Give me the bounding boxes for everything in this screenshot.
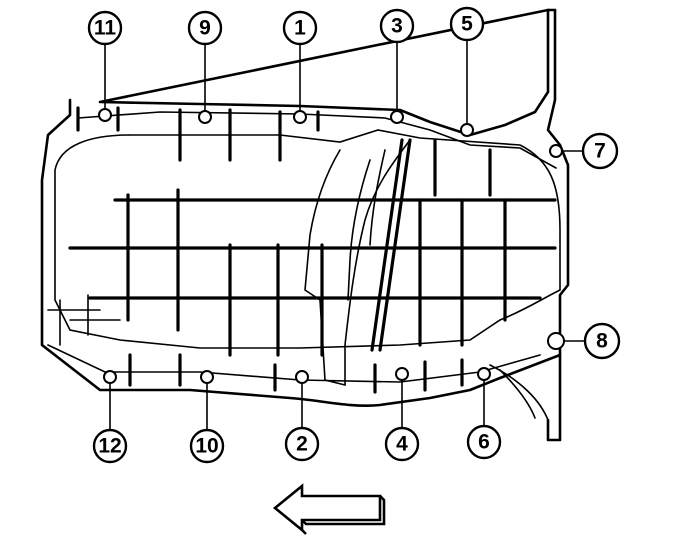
upper-flange-line bbox=[77, 111, 557, 169]
callout-8: 8 bbox=[583, 322, 621, 360]
left-side-ribs bbox=[47, 294, 121, 346]
bolt-hole-10 bbox=[200, 370, 214, 384]
bolt-hole-12 bbox=[103, 370, 117, 384]
bolt-hole-6 bbox=[477, 367, 491, 381]
callout-7: 7 bbox=[581, 132, 619, 170]
callout-7-label: 7 bbox=[594, 140, 606, 163]
callout-5: 5 bbox=[449, 6, 485, 42]
callout-1-label: 1 bbox=[294, 17, 306, 40]
strainer-inner bbox=[347, 149, 386, 301]
callout-6: 6 bbox=[466, 424, 502, 460]
lower-flange-line bbox=[47, 344, 541, 383]
callout-11: 11 bbox=[87, 10, 123, 46]
callout-3: 3 bbox=[379, 8, 415, 44]
callout-9: 9 bbox=[187, 10, 223, 46]
front-direction-arrow-icon bbox=[272, 483, 386, 535]
callout-3-label: 3 bbox=[391, 15, 403, 38]
rib-grid bbox=[68, 106, 557, 394]
sump-boundary bbox=[54, 129, 561, 349]
callout-10-label: 10 bbox=[195, 435, 218, 458]
callout-10: 10 bbox=[189, 428, 225, 464]
bolt-hole-8 bbox=[547, 332, 565, 350]
callout-6-label: 6 bbox=[478, 431, 490, 454]
bolt-hole-5 bbox=[460, 123, 474, 137]
bolt-hole-3 bbox=[390, 110, 404, 124]
bolt-hole-11 bbox=[98, 108, 112, 122]
bolt-holes bbox=[98, 108, 565, 384]
callout-4: 4 bbox=[384, 426, 420, 462]
callout-12-label: 12 bbox=[98, 435, 121, 458]
bolt-hole-2 bbox=[295, 370, 309, 384]
pickup-tube bbox=[370, 138, 412, 352]
callout-8-label: 8 bbox=[596, 330, 608, 353]
rear-swoop bbox=[489, 364, 549, 421]
callout-4-label: 4 bbox=[396, 433, 408, 456]
pan-flange-outline bbox=[40, 8, 570, 407]
bolt-hole-1 bbox=[293, 110, 307, 124]
callout-2: 2 bbox=[284, 426, 320, 462]
callout-9-label: 9 bbox=[199, 17, 211, 40]
bolt-hole-4 bbox=[395, 367, 409, 381]
leader-lines bbox=[104, 40, 585, 430]
callout-1: 1 bbox=[282, 10, 318, 46]
callout-12: 12 bbox=[92, 428, 128, 464]
bolt-hole-7 bbox=[549, 144, 563, 158]
bolt-hole-9 bbox=[198, 110, 212, 124]
callout-5-label: 5 bbox=[461, 13, 473, 36]
pan-side-strip bbox=[546, 8, 562, 442]
callout-2-label: 2 bbox=[296, 433, 308, 456]
callout-11-label: 11 bbox=[94, 17, 117, 40]
